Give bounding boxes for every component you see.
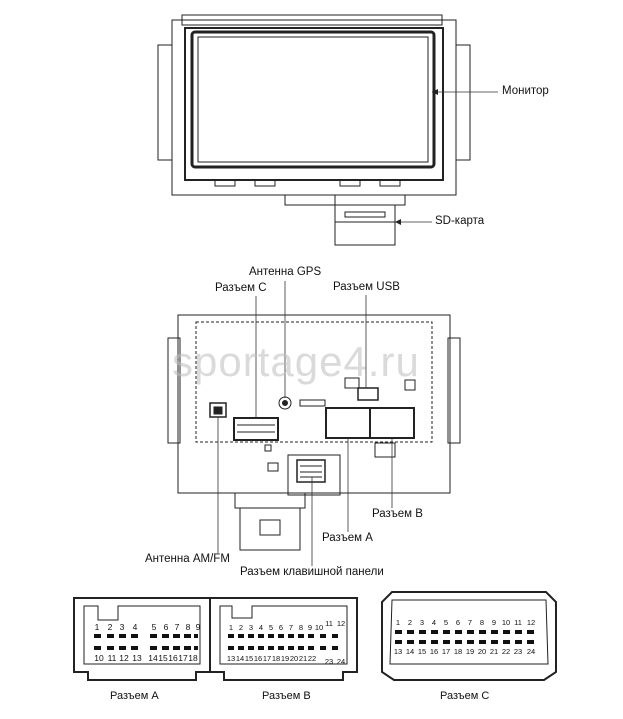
pin-number: 24 [337, 657, 345, 666]
pin-number: 12 [527, 618, 535, 627]
pin-number: 4 [133, 622, 138, 632]
pin-number: 13 [227, 654, 235, 663]
pin-number: 6 [456, 618, 460, 627]
pin-number: 12 [119, 653, 129, 663]
pin-number: 4 [432, 618, 436, 627]
connector-a-housing [73, 597, 211, 681]
pin-number: 2 [408, 618, 412, 627]
pin-number: 15 [158, 653, 168, 663]
caption-connector-c: Разъем C [440, 690, 490, 702]
caption-connector-a: Разъем A [110, 690, 159, 702]
pin-number: 19 [281, 654, 289, 663]
pin-number: 16 [254, 654, 262, 663]
pin-number: 19 [466, 647, 474, 656]
pin-number: 2 [108, 622, 113, 632]
pin-number: 14 [148, 653, 158, 663]
label-connector-b: Разъем B [372, 508, 423, 520]
pin-number: 17 [263, 654, 271, 663]
pin-number: 14 [406, 647, 414, 656]
pin-number: 10 [94, 653, 104, 663]
pin-number: 11 [108, 653, 117, 663]
pin-number: 11 [514, 618, 522, 627]
pin-number: 4 [259, 623, 263, 632]
pin-number: 22 [308, 654, 316, 663]
connector-b-housing [209, 597, 358, 681]
monitor-assembly [157, 14, 471, 246]
pin-number: 3 [120, 622, 125, 632]
pin-number: 1 [95, 622, 100, 632]
pin-number: 17 [442, 647, 450, 656]
pin-number: 16 [430, 647, 438, 656]
pin-number: 5 [269, 623, 273, 632]
pin-number: 1 [396, 618, 400, 627]
pin-number: 7 [289, 623, 293, 632]
pin-number: 7 [468, 618, 472, 627]
label-connector-c: Разъем C [215, 282, 267, 294]
pin-number: 17 [178, 653, 188, 663]
pin-number: 11 [325, 619, 333, 628]
pin-number: 7 [175, 622, 180, 632]
pin-number: 15 [418, 647, 426, 656]
label-sd-card: SD-карта [435, 215, 485, 227]
pin-number: 21 [490, 647, 498, 656]
pin-number: 18 [454, 647, 462, 656]
pin-number: 10 [315, 623, 323, 632]
pin-number: 9 [492, 618, 496, 627]
pin-number: 8 [299, 623, 303, 632]
pin-number: 16 [168, 653, 178, 663]
pin-number: 23 [325, 657, 333, 666]
connector-c-housing [381, 591, 557, 681]
pin-number: 13 [394, 647, 402, 656]
pin-number: 18 [272, 654, 280, 663]
pin-number: 14 [236, 654, 244, 663]
pin-number: 20 [478, 647, 486, 656]
pin-number: 1 [229, 623, 233, 632]
pin-number: 6 [164, 622, 169, 632]
label-keypad-connector: Разъем клавишной панели [240, 566, 384, 578]
label-monitor: Монитор [502, 85, 549, 97]
pin-number: 9 [308, 623, 312, 632]
pin-number: 20 [290, 654, 298, 663]
pin-number: 2 [239, 623, 243, 632]
pin-number: 12 [337, 619, 345, 628]
pin-number: 8 [480, 618, 484, 627]
pin-number: 3 [420, 618, 424, 627]
pin-number: 5 [152, 622, 157, 632]
pin-number: 18 [188, 653, 198, 663]
pin-number: 8 [186, 622, 191, 632]
label-gps-antenna: Антенна GPS [249, 266, 322, 278]
pin-number: 22 [502, 647, 510, 656]
pin-number: 5 [444, 618, 448, 627]
label-am-fm-antenna: Антенна AM/FM [145, 553, 230, 565]
rear-unit [167, 314, 461, 551]
caption-connector-b: Разъем B [262, 690, 311, 702]
pin-number: 3 [249, 623, 253, 632]
pin-number: 21 [299, 654, 307, 663]
watermark: sportage4.ru [172, 338, 420, 385]
pin-number: 9 [196, 622, 201, 632]
label-usb-connector: Разъем USB [333, 281, 400, 293]
label-connector-a: Разъем A [322, 532, 373, 544]
pin-number: 6 [279, 623, 283, 632]
pin-number: 10 [502, 618, 510, 627]
pin-number: 15 [245, 654, 253, 663]
pin-number: 23 [514, 647, 522, 656]
pin-number: 13 [132, 653, 142, 663]
pin-number: 24 [527, 647, 535, 656]
